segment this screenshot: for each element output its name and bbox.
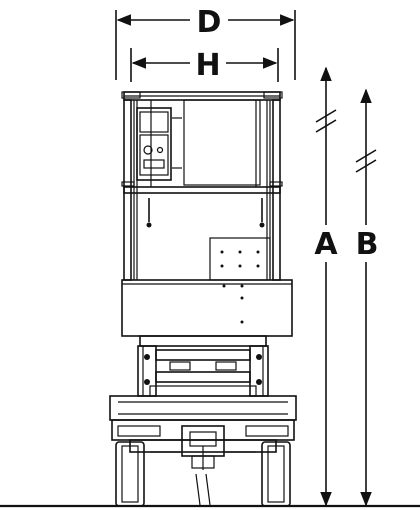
mid-rail bbox=[123, 186, 281, 194]
dimension-a-label: A bbox=[314, 227, 338, 262]
dimension-a-break-mark-2 bbox=[315, 119, 337, 133]
dimension-a-break-mark-1 bbox=[315, 109, 337, 123]
right-post-outer bbox=[272, 99, 281, 281]
dimension-b: B bbox=[355, 88, 379, 507]
dimension-b-break-mark-1 bbox=[355, 149, 377, 163]
control-box bbox=[136, 107, 182, 181]
dimension-a: A bbox=[314, 66, 338, 507]
dimension-b-break-mark-2 bbox=[355, 159, 377, 173]
left-post-outer bbox=[123, 99, 132, 281]
platform-deck bbox=[121, 279, 293, 337]
dimension-h-label: H bbox=[195, 48, 220, 83]
scissor-leg-left bbox=[137, 345, 157, 397]
info-placard bbox=[209, 237, 271, 281]
deck-side-panel bbox=[121, 279, 293, 337]
wheel-right bbox=[261, 441, 291, 507]
scissor-leg-right bbox=[249, 345, 269, 397]
rear-panel bbox=[183, 99, 261, 186]
wheels bbox=[115, 441, 291, 507]
dimension-h: H bbox=[130, 48, 279, 83]
wheel-left bbox=[115, 441, 145, 507]
control-box-outline bbox=[136, 107, 172, 181]
dimension-d: D bbox=[115, 5, 296, 80]
scissor-stack bbox=[137, 335, 269, 397]
dimension-d-label: D bbox=[197, 5, 222, 40]
dimension-b-label: B bbox=[356, 227, 379, 262]
joystick-icon bbox=[143, 145, 153, 155]
platform-panel bbox=[183, 99, 271, 281]
chassis-frame bbox=[109, 395, 297, 421]
